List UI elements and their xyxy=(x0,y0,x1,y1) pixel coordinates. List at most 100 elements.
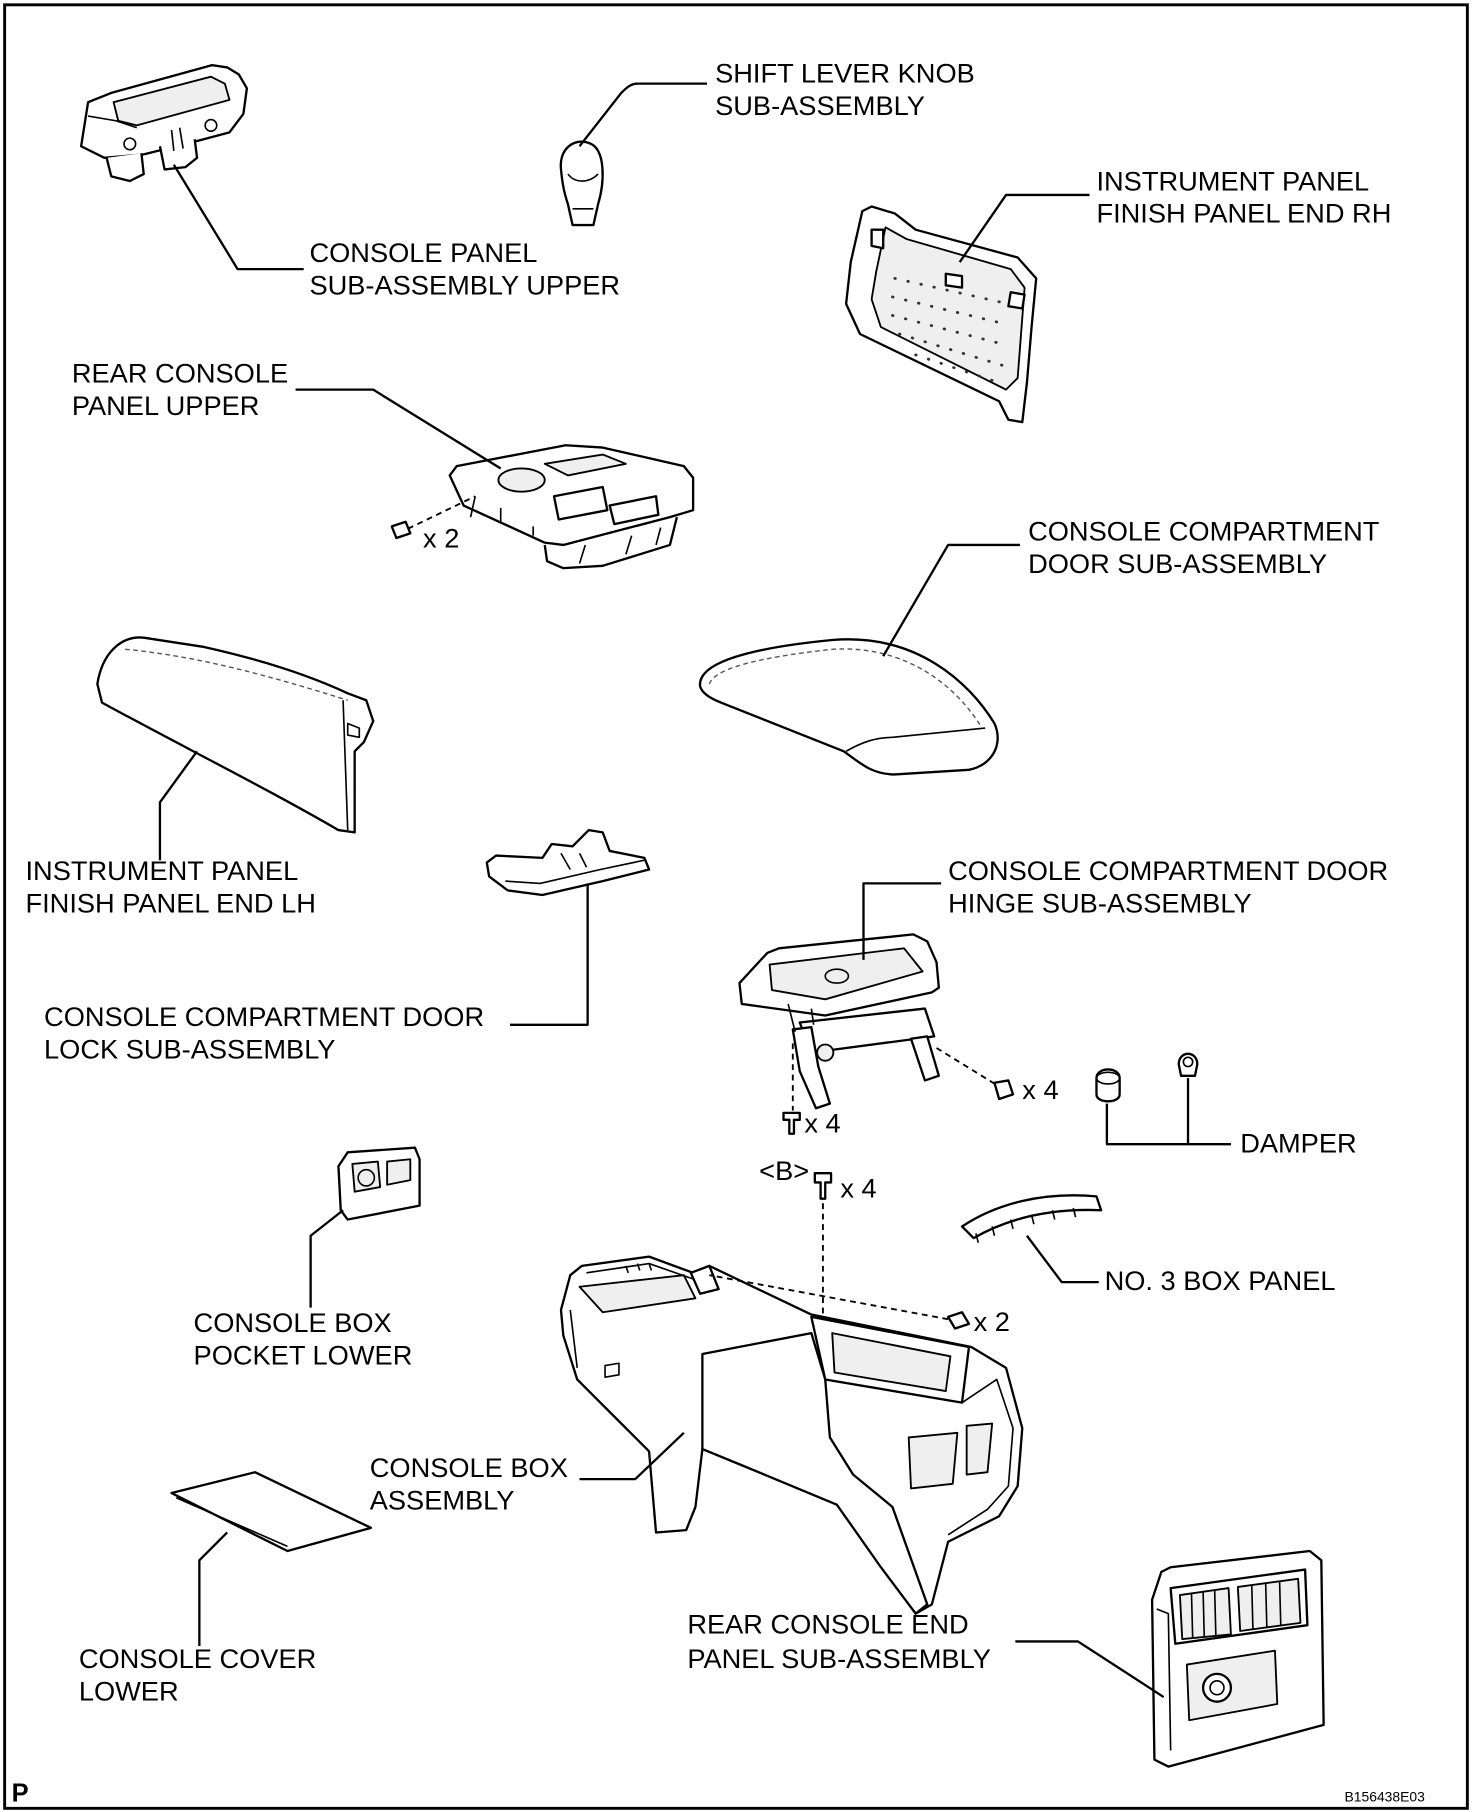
label-instrument-panel-lh-line2: FINISH PANEL END LH xyxy=(25,887,315,918)
console-box-slot xyxy=(604,1362,620,1378)
leader-shift-lever-knob xyxy=(578,82,708,147)
corner-mark: P xyxy=(12,1779,29,1807)
lh-panel-stitch xyxy=(125,648,348,701)
label-console-panel-upper-line1: CONSOLE PANEL xyxy=(309,237,537,268)
label-shift-lever-knob-line1: SHIFT LEVER KNOB xyxy=(715,57,975,88)
switch-block xyxy=(608,495,660,526)
damper-top xyxy=(1095,1071,1121,1085)
label-console-compartment-door-line2: DOOR SUB-ASSEMBLY xyxy=(1028,548,1327,579)
screw-icon xyxy=(993,1079,1015,1101)
bolt-icon xyxy=(813,1172,833,1200)
console-box-bracket xyxy=(689,1264,720,1295)
compartment-opening xyxy=(831,1332,952,1392)
pocket-socket xyxy=(357,1168,376,1187)
label-rear-console-panel-upper-line2: PANEL UPPER xyxy=(72,390,260,421)
rear-panel-lower-body xyxy=(543,516,679,570)
lh-panel-clip xyxy=(346,722,361,739)
damper-body xyxy=(1095,1068,1121,1103)
console-box-ribs xyxy=(947,1378,1014,1536)
box-panel-arc xyxy=(960,1194,1103,1240)
label-rear-console-panel-upper-line1: REAR CONSOLE xyxy=(72,358,288,389)
rear-panel-recess xyxy=(543,453,627,477)
panel-detail xyxy=(170,127,184,151)
control-knob-center xyxy=(1209,1680,1225,1696)
pocket-opening xyxy=(351,1160,382,1193)
panel-boss xyxy=(123,137,137,151)
console-box-rear-opening xyxy=(907,1431,959,1490)
label-instrument-panel-rh-line1: INSTRUMENT PANEL xyxy=(1096,165,1369,196)
leader-console-compartment-door xyxy=(882,543,1020,657)
no3-box-panel-part xyxy=(960,1194,1103,1243)
rh-panel-clip xyxy=(870,228,885,250)
leader-instrument-panel-rh xyxy=(958,193,1090,263)
console-panel-upper-part xyxy=(79,63,249,183)
console-box-assembly-part xyxy=(559,1255,1024,1615)
leader-cover-lower xyxy=(198,1531,228,1647)
lock-detail xyxy=(505,852,645,885)
label-instrument-panel-rh-line2: FINISH PANEL END RH xyxy=(1096,198,1391,229)
label-console-compartment-door-line1: CONSOLE COMPARTMENT xyxy=(1028,515,1379,546)
knob-detail xyxy=(567,173,599,210)
label-box-pocket-lower-line1: CONSOLE BOX xyxy=(194,1307,392,1338)
console-box-screw-dashed-line xyxy=(709,1274,949,1321)
cover-edge xyxy=(175,1496,288,1548)
leader-door-lock xyxy=(509,883,589,1026)
shift-lever-knob-part xyxy=(559,140,604,227)
rear-console-panel-upper-part xyxy=(448,444,695,570)
qty-bolts: x 4 xyxy=(840,1173,876,1204)
leader-rear-end-panel xyxy=(1015,1640,1165,1699)
hinge-arm-right xyxy=(909,1035,940,1082)
leader-console-panel-upper xyxy=(172,164,304,271)
leader-console-box xyxy=(579,1431,685,1481)
leader-box-pocket-lower xyxy=(309,1209,344,1308)
pocket-opening xyxy=(386,1158,412,1186)
door-lid xyxy=(698,638,999,776)
box-panel-clips xyxy=(975,1207,1077,1243)
screw-icon xyxy=(946,1311,971,1330)
hinge-boss xyxy=(824,968,850,984)
qty-rear-console-panel-screws: x 2 xyxy=(423,522,459,553)
label-console-box-line1: CONSOLE BOX xyxy=(370,1452,568,1483)
label-door-lock-line2: LOCK SUB-ASSEMBLY xyxy=(44,1033,335,1064)
label-shift-lever-knob-line2: SUB-ASSEMBLY xyxy=(715,90,925,121)
label-cover-lower-line2: LOWER xyxy=(79,1676,179,1707)
console-compartment-door-part xyxy=(698,638,999,776)
hinge-pivot xyxy=(816,1043,835,1062)
panel-bracket xyxy=(105,153,145,183)
label-damper: DAMPER xyxy=(1240,1127,1356,1158)
label-instrument-panel-lh-line1: INSTRUMENT PANEL xyxy=(25,855,298,886)
knob-body xyxy=(559,140,604,227)
switch-block xyxy=(552,485,609,521)
label-box-pocket-lower-line2: POCKET LOWER xyxy=(194,1339,413,1370)
console-box-rail-texture xyxy=(569,1262,696,1368)
leader-rear-console-panel-upper xyxy=(295,388,502,470)
hinge-detail xyxy=(787,1003,815,1032)
label-door-lock-line1: CONSOLE COMPARTMENT DOOR xyxy=(44,1001,484,1032)
qty-console-box-screws: x 2 xyxy=(974,1306,1010,1337)
door-stitch xyxy=(708,648,982,727)
label-console-box-line2: ASSEMBLY xyxy=(370,1484,515,1515)
door-hinge-part xyxy=(738,933,940,1110)
door-lock-part xyxy=(485,828,651,897)
leader-no3-box-panel xyxy=(1025,1235,1099,1284)
console-cover-lower-part xyxy=(170,1471,373,1553)
lock-body xyxy=(485,828,651,897)
rh-panel-clip xyxy=(944,272,964,289)
leader-damper xyxy=(1105,1078,1231,1146)
rear-panel-detail xyxy=(469,496,662,564)
screw-icon xyxy=(782,1111,801,1135)
leader-door-hinge xyxy=(862,882,942,960)
instrument-panel-end-rh-part xyxy=(844,205,1038,424)
damper-part xyxy=(1095,1052,1199,1103)
screw-dashed-line xyxy=(407,495,476,530)
label-rear-end-panel-line1: REAR CONSOLE END xyxy=(687,1608,968,1639)
cup-holder-opening xyxy=(497,467,546,493)
figure-code: B156438E03 xyxy=(1345,1788,1426,1804)
door-edge xyxy=(845,727,986,752)
lh-panel-edge xyxy=(342,700,349,831)
label-rear-end-panel-line2: PANEL SUB-ASSEMBLY xyxy=(687,1643,991,1674)
label-door-hinge-line1: CONSOLE COMPARTMENT DOOR xyxy=(948,855,1388,886)
damper-top xyxy=(1182,1056,1194,1068)
panel-edge xyxy=(87,115,138,129)
